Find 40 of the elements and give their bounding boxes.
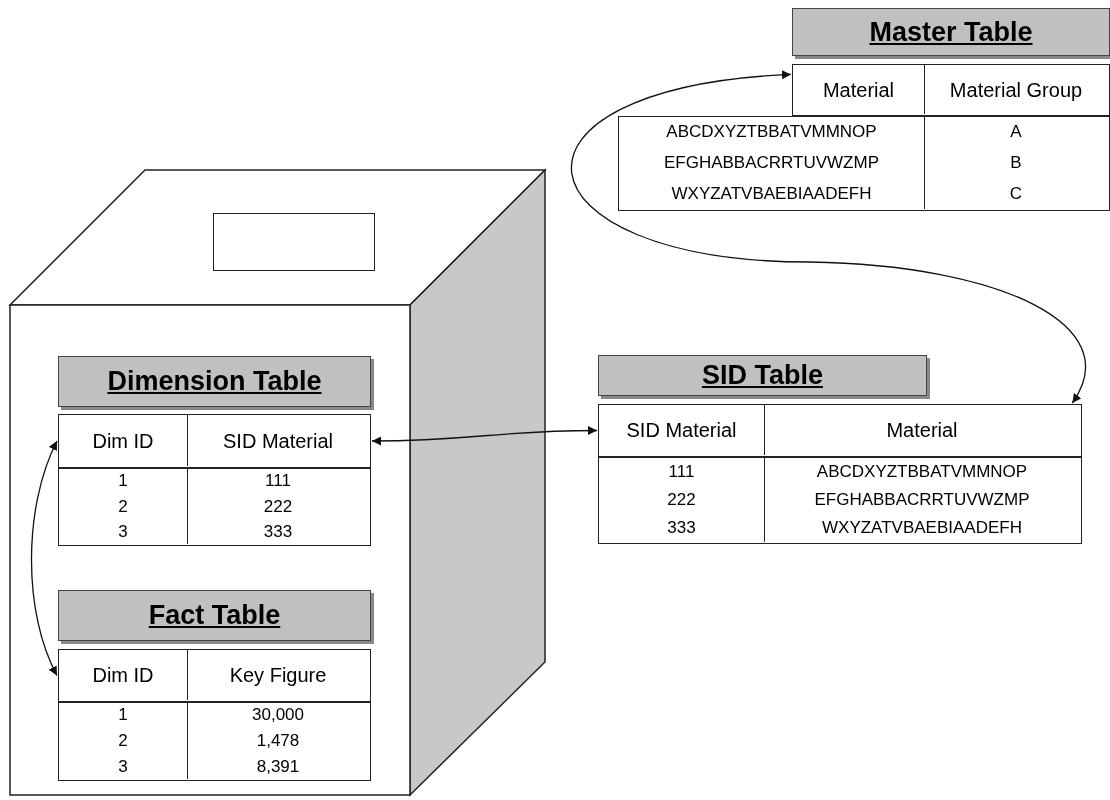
- table-heading: Fact Table: [58, 590, 371, 641]
- label-box: [213, 213, 375, 271]
- table-value: 111: [265, 472, 291, 491]
- table-value: 222: [667, 491, 696, 510]
- table-value: A: [1010, 123, 1022, 142]
- table-heading: Dimension Table: [58, 356, 371, 407]
- table-value: 2: [118, 732, 128, 751]
- column-header: Material: [822, 78, 895, 102]
- table-value: WXYZATVBAEBIAADEFH: [822, 519, 1022, 539]
- column-header: Material Group: [949, 78, 1083, 102]
- table-value: 3: [118, 757, 128, 777]
- table-value: 2: [118, 497, 128, 517]
- table-heading: SID Table: [598, 355, 927, 396]
- table-value: 333: [667, 519, 696, 539]
- arrow: [30, 440, 58, 677]
- table-value: 1: [118, 472, 128, 491]
- table-heading: Master Table: [792, 8, 1110, 56]
- column-header: Dim ID: [92, 429, 154, 453]
- arrow: [371, 426, 598, 446]
- table-value: ABCDXYZTBBATVMMNOP: [816, 462, 1028, 482]
- column-header: Key Figure: [229, 664, 327, 687]
- table-value: C: [1009, 185, 1023, 204]
- table-value: WXYZATVBAEBIAADEFH: [671, 185, 872, 204]
- column-header: Dim ID: [92, 664, 154, 687]
- table-value: 222: [263, 497, 293, 517]
- table-value: 8,391: [256, 757, 300, 777]
- table-value: B: [1010, 154, 1022, 173]
- table-value: 30,000: [252, 706, 304, 726]
- column-header: SID Material: [223, 429, 333, 453]
- column-header: SID Material: [626, 419, 737, 442]
- table-value: EFGHABBACRRTUVWZMP: [814, 491, 1030, 510]
- table-value: 333: [263, 522, 293, 542]
- table-value: 111: [668, 462, 695, 482]
- table-value: EFGHABBACRRTUVWZMP: [663, 154, 879, 173]
- arrow: [571, 70, 1087, 404]
- table-value: 1,478: [256, 732, 300, 751]
- table-value: 3: [118, 522, 128, 542]
- table-value: ABCDXYZTBBATVMMNOP: [666, 123, 877, 142]
- table-value: 1: [118, 706, 128, 726]
- column-header: Material: [886, 419, 958, 442]
